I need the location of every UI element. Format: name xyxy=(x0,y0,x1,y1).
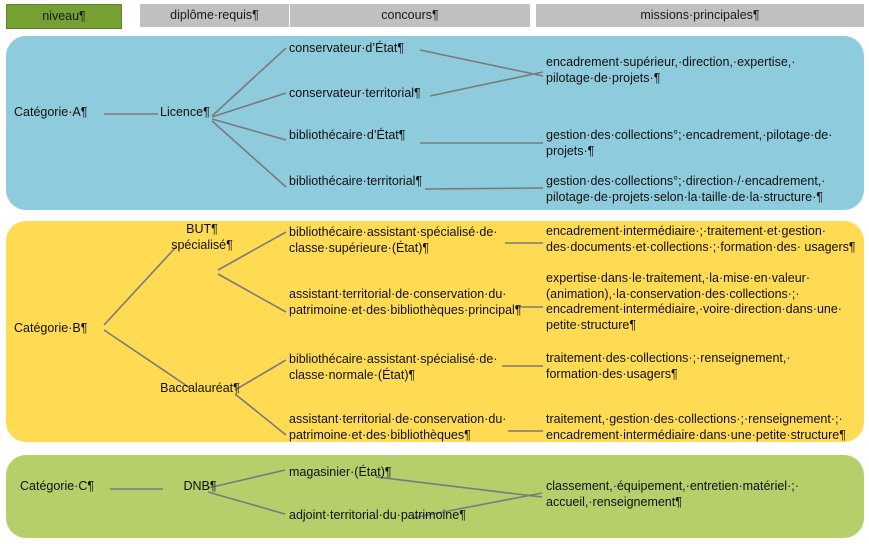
concours-atcpb-principal: assistant·territorial·de·conservation·du… xyxy=(289,287,522,317)
header-column-niveau: niveau¶ xyxy=(6,4,122,29)
concours-conservateur-territorial: conservateur·territorial¶ xyxy=(289,86,421,100)
concours-bibliothecaire-etat: bibliothécaire·d’État¶ xyxy=(289,128,406,142)
missions-categorie-b-1: encadrement·intermédiaire·;·traitement·e… xyxy=(546,224,856,254)
category-c-level-label: Catégorie·C¶ xyxy=(20,479,95,493)
missions-categorie-b-3: traitement·des·collections·;·renseigneme… xyxy=(546,351,791,381)
concours-bas-classe-superieure: bibliothécaire·assistant·spécialisé·de· … xyxy=(289,225,498,255)
category-b-level-label: Catégorie·B¶ xyxy=(14,321,88,335)
missions-categorie-b-2: expertise·dans·le·traitement,·la·mise·en… xyxy=(546,271,842,332)
missions-categorie-b-4: traitement,·gestion·des·collections·;·re… xyxy=(546,412,846,442)
missions-categorie-a-3: gestion·des·collections°;·direction·/·en… xyxy=(546,174,826,204)
concours-atcpb: assistant·territorial·de·conservation·du… xyxy=(289,412,507,442)
category-b-diploma-but: BUT¶ spécialisé¶ xyxy=(171,222,233,252)
category-a-diploma-label: Licence¶ xyxy=(160,105,210,119)
header-column-missions: missions·principales¶ xyxy=(536,4,864,27)
missions-categorie-c-1: classement,·équipement,·entretien·matéri… xyxy=(546,479,799,509)
category-b-diploma-baccalaureat: Baccalauréat¶ xyxy=(160,381,240,395)
concours-magasinier-etat: magasinier·(État)¶ xyxy=(289,465,392,479)
category-c-diploma-label: DNB¶ xyxy=(183,479,217,493)
header-column-concours: concours¶ xyxy=(290,4,530,27)
concours-bibliothecaire-territorial: bibliothécaire·territorial¶ xyxy=(289,174,423,188)
header-column-diplome: diplôme·requis¶ xyxy=(140,4,289,27)
concours-bas-classe-normale: bibliothécaire·assistant·spécialisé·de· … xyxy=(289,352,498,382)
concours-conservateur-etat: conservateur·d’État¶ xyxy=(289,41,405,55)
category-a-level-label: Catégorie·A¶ xyxy=(14,105,88,119)
concours-adjoint-territorial-patrimoine: adjoint·territorial·du·patrimoine¶ xyxy=(289,508,466,522)
missions-categorie-a-2: gestion·des·collections°;·encadrement,·p… xyxy=(546,128,833,158)
missions-categorie-a-1: encadrement·supérieur,·direction,·expert… xyxy=(546,55,796,85)
